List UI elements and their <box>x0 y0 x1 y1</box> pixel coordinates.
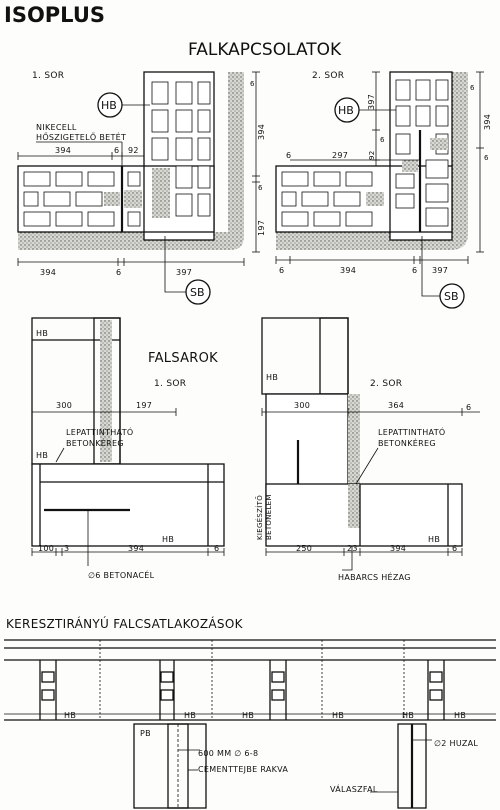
dim: 397 <box>432 266 448 275</box>
slab <box>31 463 225 547</box>
dim: 6 <box>452 544 457 553</box>
label-lepattinthato: LEPATTINTHATÓ <box>66 426 134 437</box>
sb-label: SB <box>444 290 459 303</box>
row-label-1: 1. SOR <box>154 379 186 389</box>
middle-left-section: 1. SOR HB HB HB LEPATTINTHATÓ BETONKÉREG… <box>31 317 225 580</box>
note-line-2: CEMENTTEJBE RAKVA <box>198 765 288 774</box>
dim: 394 <box>483 114 492 130</box>
dim: 6 <box>466 403 471 412</box>
insulation-label-1: NIKECELL <box>36 123 77 132</box>
top-left-plan: 1. SOR HB SB <box>17 71 266 305</box>
dim: 6 <box>214 544 219 553</box>
row-label-2: 2. SOR <box>370 379 402 389</box>
dim: 394 <box>128 544 144 553</box>
dim: 3 <box>64 544 69 553</box>
dim: 197 <box>136 401 152 410</box>
hb-bottom: HB <box>428 535 440 544</box>
row-label-1: 1. SOR <box>32 71 64 81</box>
partition-label: VÁLASZFAL <box>330 783 378 794</box>
hb-label: HB <box>332 711 344 720</box>
hb-top: HB <box>266 373 278 382</box>
hb-bottom: HB <box>162 535 174 544</box>
dim: 6 <box>412 266 417 275</box>
dim: 394 <box>55 146 71 155</box>
hb-label: HB <box>242 711 254 720</box>
hb-label: HB <box>101 99 117 112</box>
dim: 6 <box>484 154 489 162</box>
dim: 300 <box>294 401 310 410</box>
sb-label: SB <box>190 286 205 299</box>
section-title-falcsatlakozasok: KERESZTIRÁNYÚ FALCSATLAKOZÁSOK <box>6 616 244 631</box>
dim: 397 <box>367 94 376 110</box>
top-right-plan: 2. SOR HB SB <box>275 71 492 309</box>
dim: 92 <box>128 146 139 155</box>
dim: 6 <box>279 266 284 275</box>
pb-label: PB <box>140 729 151 738</box>
hb-label: HB <box>338 104 354 117</box>
dim: 364 <box>388 401 404 410</box>
side-label-1: KIEGÉSZÍTŐ <box>255 495 264 540</box>
section-title-falsarok: FALSAROK <box>148 351 218 366</box>
dim: 394 <box>40 268 56 277</box>
dim: 6 <box>380 136 385 144</box>
dim: 6 <box>258 184 263 192</box>
dim: 6 <box>470 84 475 92</box>
dim: 6 <box>286 151 291 160</box>
label-betonkereg: BETONKÉREG <box>66 437 124 448</box>
dim: 300 <box>56 401 72 410</box>
dim: 394 <box>390 544 406 553</box>
label-lepattinthato: LEPATTINTHATÓ <box>378 426 446 437</box>
bottom-section: HB HB HB HB HB HB PB 600 MM ∅ 6-8 CEMENT… <box>4 639 496 809</box>
dim: 297 <box>332 151 348 160</box>
middle-right-section: 2. SOR HB HB LEPATTINTHATÓ BETONKÉREG KI… <box>255 317 480 582</box>
dim: 250 <box>296 544 312 553</box>
mortar-label: HABARCS HÉZAG <box>338 571 411 582</box>
label-betonkereg: BETONKÉREG <box>378 437 436 448</box>
dim: 394 <box>257 124 266 140</box>
section-title-falkapcsolatok: FALKAPCSOLATOK <box>188 40 342 60</box>
hb-label: HB <box>454 711 466 720</box>
hb-label: HB <box>402 711 414 720</box>
wire-label: ∅2 HUZAL <box>434 739 478 748</box>
row-label-2: 2. SOR <box>312 71 344 81</box>
note-line-1: 600 MM ∅ 6-8 <box>198 749 258 758</box>
insulation-label-2: HŐSZIGETELŐ BETÉT <box>36 131 126 142</box>
hb-top: HB <box>36 329 48 338</box>
hb-mid: HB <box>36 451 48 460</box>
dim: 197 <box>257 220 266 236</box>
slab <box>265 483 463 547</box>
dim: 6 <box>114 146 119 155</box>
dim: 6 <box>116 268 121 277</box>
dim: 397 <box>176 268 192 277</box>
dim: 92 <box>368 150 376 160</box>
rebar-label: ∅6 BETONACÉL <box>88 569 155 580</box>
brand-logo: ISOPLUS <box>4 3 105 27</box>
hb-label: HB <box>64 711 76 720</box>
hb-label: HB <box>184 711 196 720</box>
side-label-2: BETONELEM <box>265 494 273 540</box>
dim: 6 <box>250 80 255 88</box>
dim: 394 <box>340 266 356 275</box>
dim: 100 <box>38 544 54 553</box>
